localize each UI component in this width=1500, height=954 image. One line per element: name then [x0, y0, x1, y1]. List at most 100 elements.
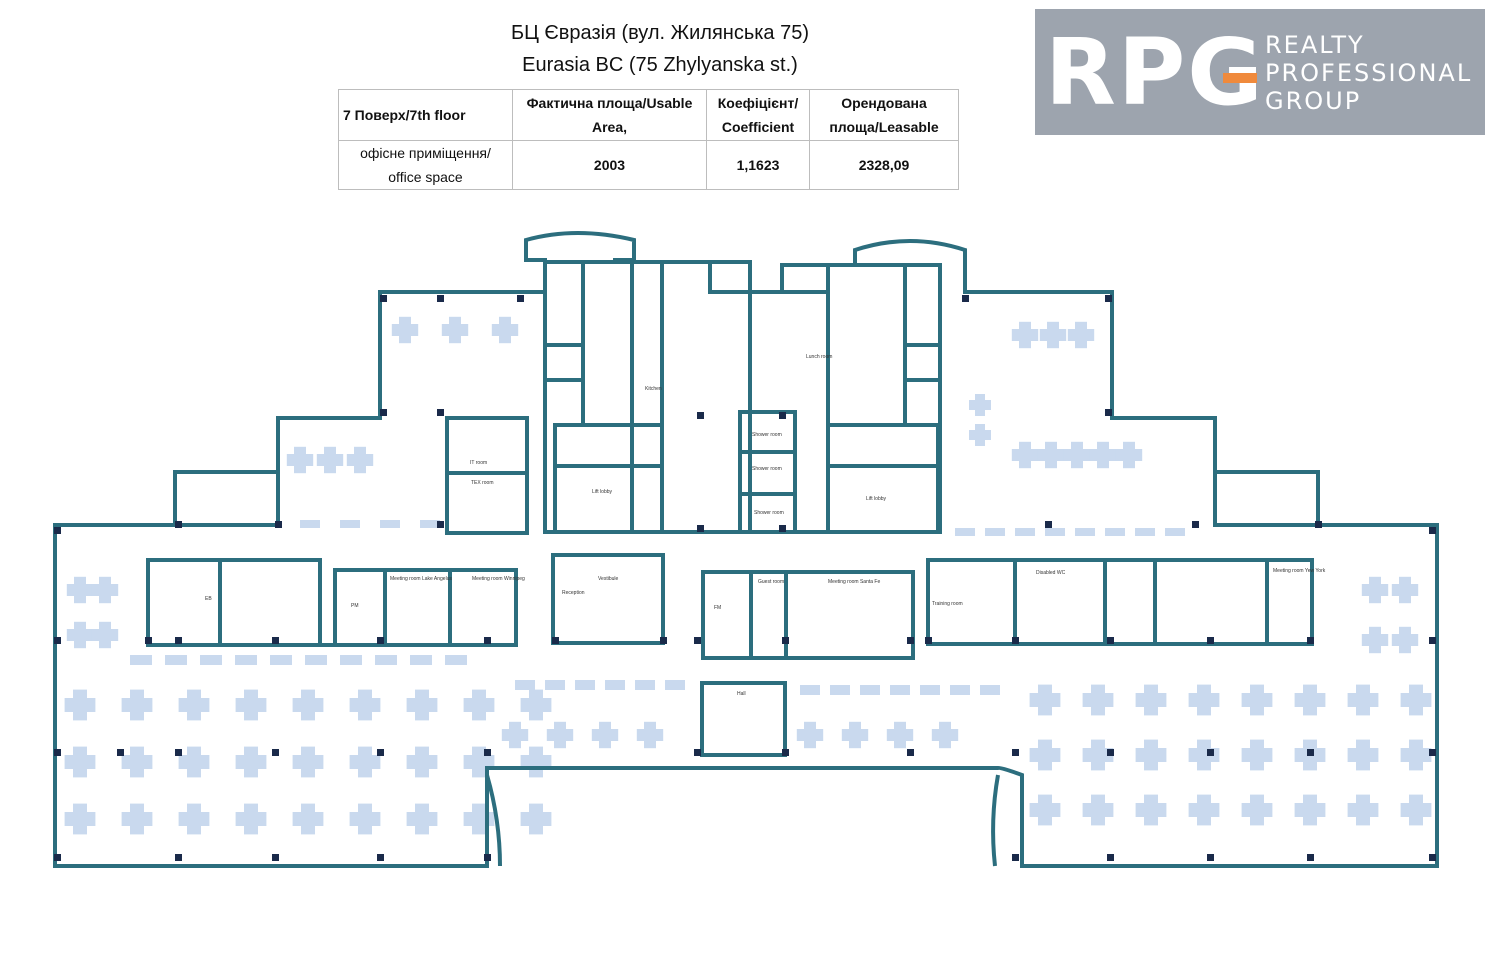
eb-room — [146, 558, 222, 647]
desk — [1091, 693, 1105, 707]
desk — [529, 755, 543, 769]
desk — [1075, 329, 1087, 341]
fm-room — [701, 570, 753, 660]
room-label-vestibule: Vestibule — [598, 576, 619, 582]
desk — [244, 755, 258, 769]
desk — [73, 698, 87, 712]
structural-column — [380, 409, 387, 416]
structural-column — [145, 637, 152, 644]
meeting-room-yew-york — [1265, 558, 1314, 646]
structural-column — [925, 637, 932, 644]
structural-column — [437, 521, 444, 528]
structural-column — [779, 412, 786, 419]
desk — [235, 655, 257, 665]
structural-column — [1307, 854, 1314, 861]
desk — [985, 528, 1005, 536]
desk — [515, 680, 535, 690]
desk — [1369, 634, 1381, 646]
structural-column — [54, 749, 61, 756]
desk — [860, 685, 880, 695]
structural-column — [1207, 637, 1214, 644]
structural-column — [1012, 854, 1019, 861]
desk — [74, 584, 86, 596]
room-label-eb: EB — [205, 596, 212, 602]
structural-column — [552, 637, 559, 644]
desk — [665, 680, 685, 690]
desk — [358, 812, 372, 826]
desk — [420, 520, 440, 528]
structural-column — [779, 525, 786, 532]
desk — [1015, 528, 1035, 536]
desk — [340, 655, 362, 665]
desk — [804, 729, 816, 741]
desk — [301, 698, 315, 712]
shower-room — [738, 492, 797, 534]
area-table-row: офісне приміщення/ office space 2003 1,1… — [338, 140, 959, 190]
logo-word-realty: REALTY — [1265, 31, 1365, 59]
desk — [130, 698, 144, 712]
desk — [1075, 528, 1095, 536]
space-type-cell: офісне приміщення/ office space — [338, 140, 513, 190]
desk — [1399, 584, 1411, 596]
room-label-shower-1: Shower room — [752, 432, 782, 438]
desk — [1123, 449, 1135, 461]
room-label-pm: PM — [351, 603, 359, 609]
structural-column — [1012, 749, 1019, 756]
desk — [969, 430, 979, 440]
desk — [1356, 803, 1370, 817]
desk — [981, 430, 991, 440]
desk — [1356, 693, 1370, 707]
desk — [73, 812, 87, 826]
structural-column — [484, 637, 491, 644]
room-label-reception: Reception — [562, 590, 585, 596]
company-logo: RPG REALTY PROFESSIONAL GROUP — [1035, 9, 1485, 135]
desk — [499, 324, 511, 336]
structural-column — [1207, 854, 1214, 861]
desk — [99, 629, 111, 641]
room-label-guest: Guest room — [758, 579, 784, 585]
desk — [599, 729, 611, 741]
logo-wordmark: REALTY PROFESSIONAL GROUP — [1265, 31, 1472, 115]
column-layer — [54, 295, 1436, 861]
wall-layer — [53, 231, 1439, 868]
desk — [449, 324, 461, 336]
usable-area-cell: 2003 — [512, 140, 707, 190]
desk — [99, 584, 111, 596]
desk — [890, 685, 910, 695]
desk — [975, 400, 985, 410]
structural-column — [377, 637, 384, 644]
desk — [1144, 803, 1158, 817]
structural-column — [694, 637, 701, 644]
room-label-lift-lobby-left: Lift lobby — [592, 489, 613, 495]
desk — [1135, 528, 1155, 536]
desk — [1019, 449, 1031, 461]
structural-column — [484, 854, 491, 861]
desk — [1165, 528, 1185, 536]
desk — [1409, 748, 1423, 762]
structural-column — [1192, 521, 1199, 528]
courtyard-wall — [991, 774, 1000, 867]
room-label-lift-lobby-right: Lift lobby — [866, 496, 887, 502]
desk — [1091, 803, 1105, 817]
room-label-fm: FM — [714, 605, 721, 611]
outer-wall — [53, 231, 1439, 868]
structural-column — [272, 749, 279, 756]
logo-word-group: GROUP — [1265, 87, 1362, 115]
desk — [635, 680, 655, 690]
desk — [950, 685, 970, 695]
structural-column — [54, 854, 61, 861]
desk — [472, 812, 486, 826]
desk — [1019, 329, 1031, 341]
meeting-room-santa-fe — [784, 570, 915, 660]
desk — [1250, 693, 1264, 707]
structural-column — [782, 749, 789, 756]
structural-column — [377, 854, 384, 861]
structural-column — [1045, 521, 1052, 528]
desk — [187, 755, 201, 769]
desk — [130, 812, 144, 826]
structural-column — [1105, 409, 1112, 416]
tex-room — [445, 471, 529, 535]
structural-column — [1307, 749, 1314, 756]
structural-column — [1429, 749, 1436, 756]
desk — [340, 520, 360, 528]
